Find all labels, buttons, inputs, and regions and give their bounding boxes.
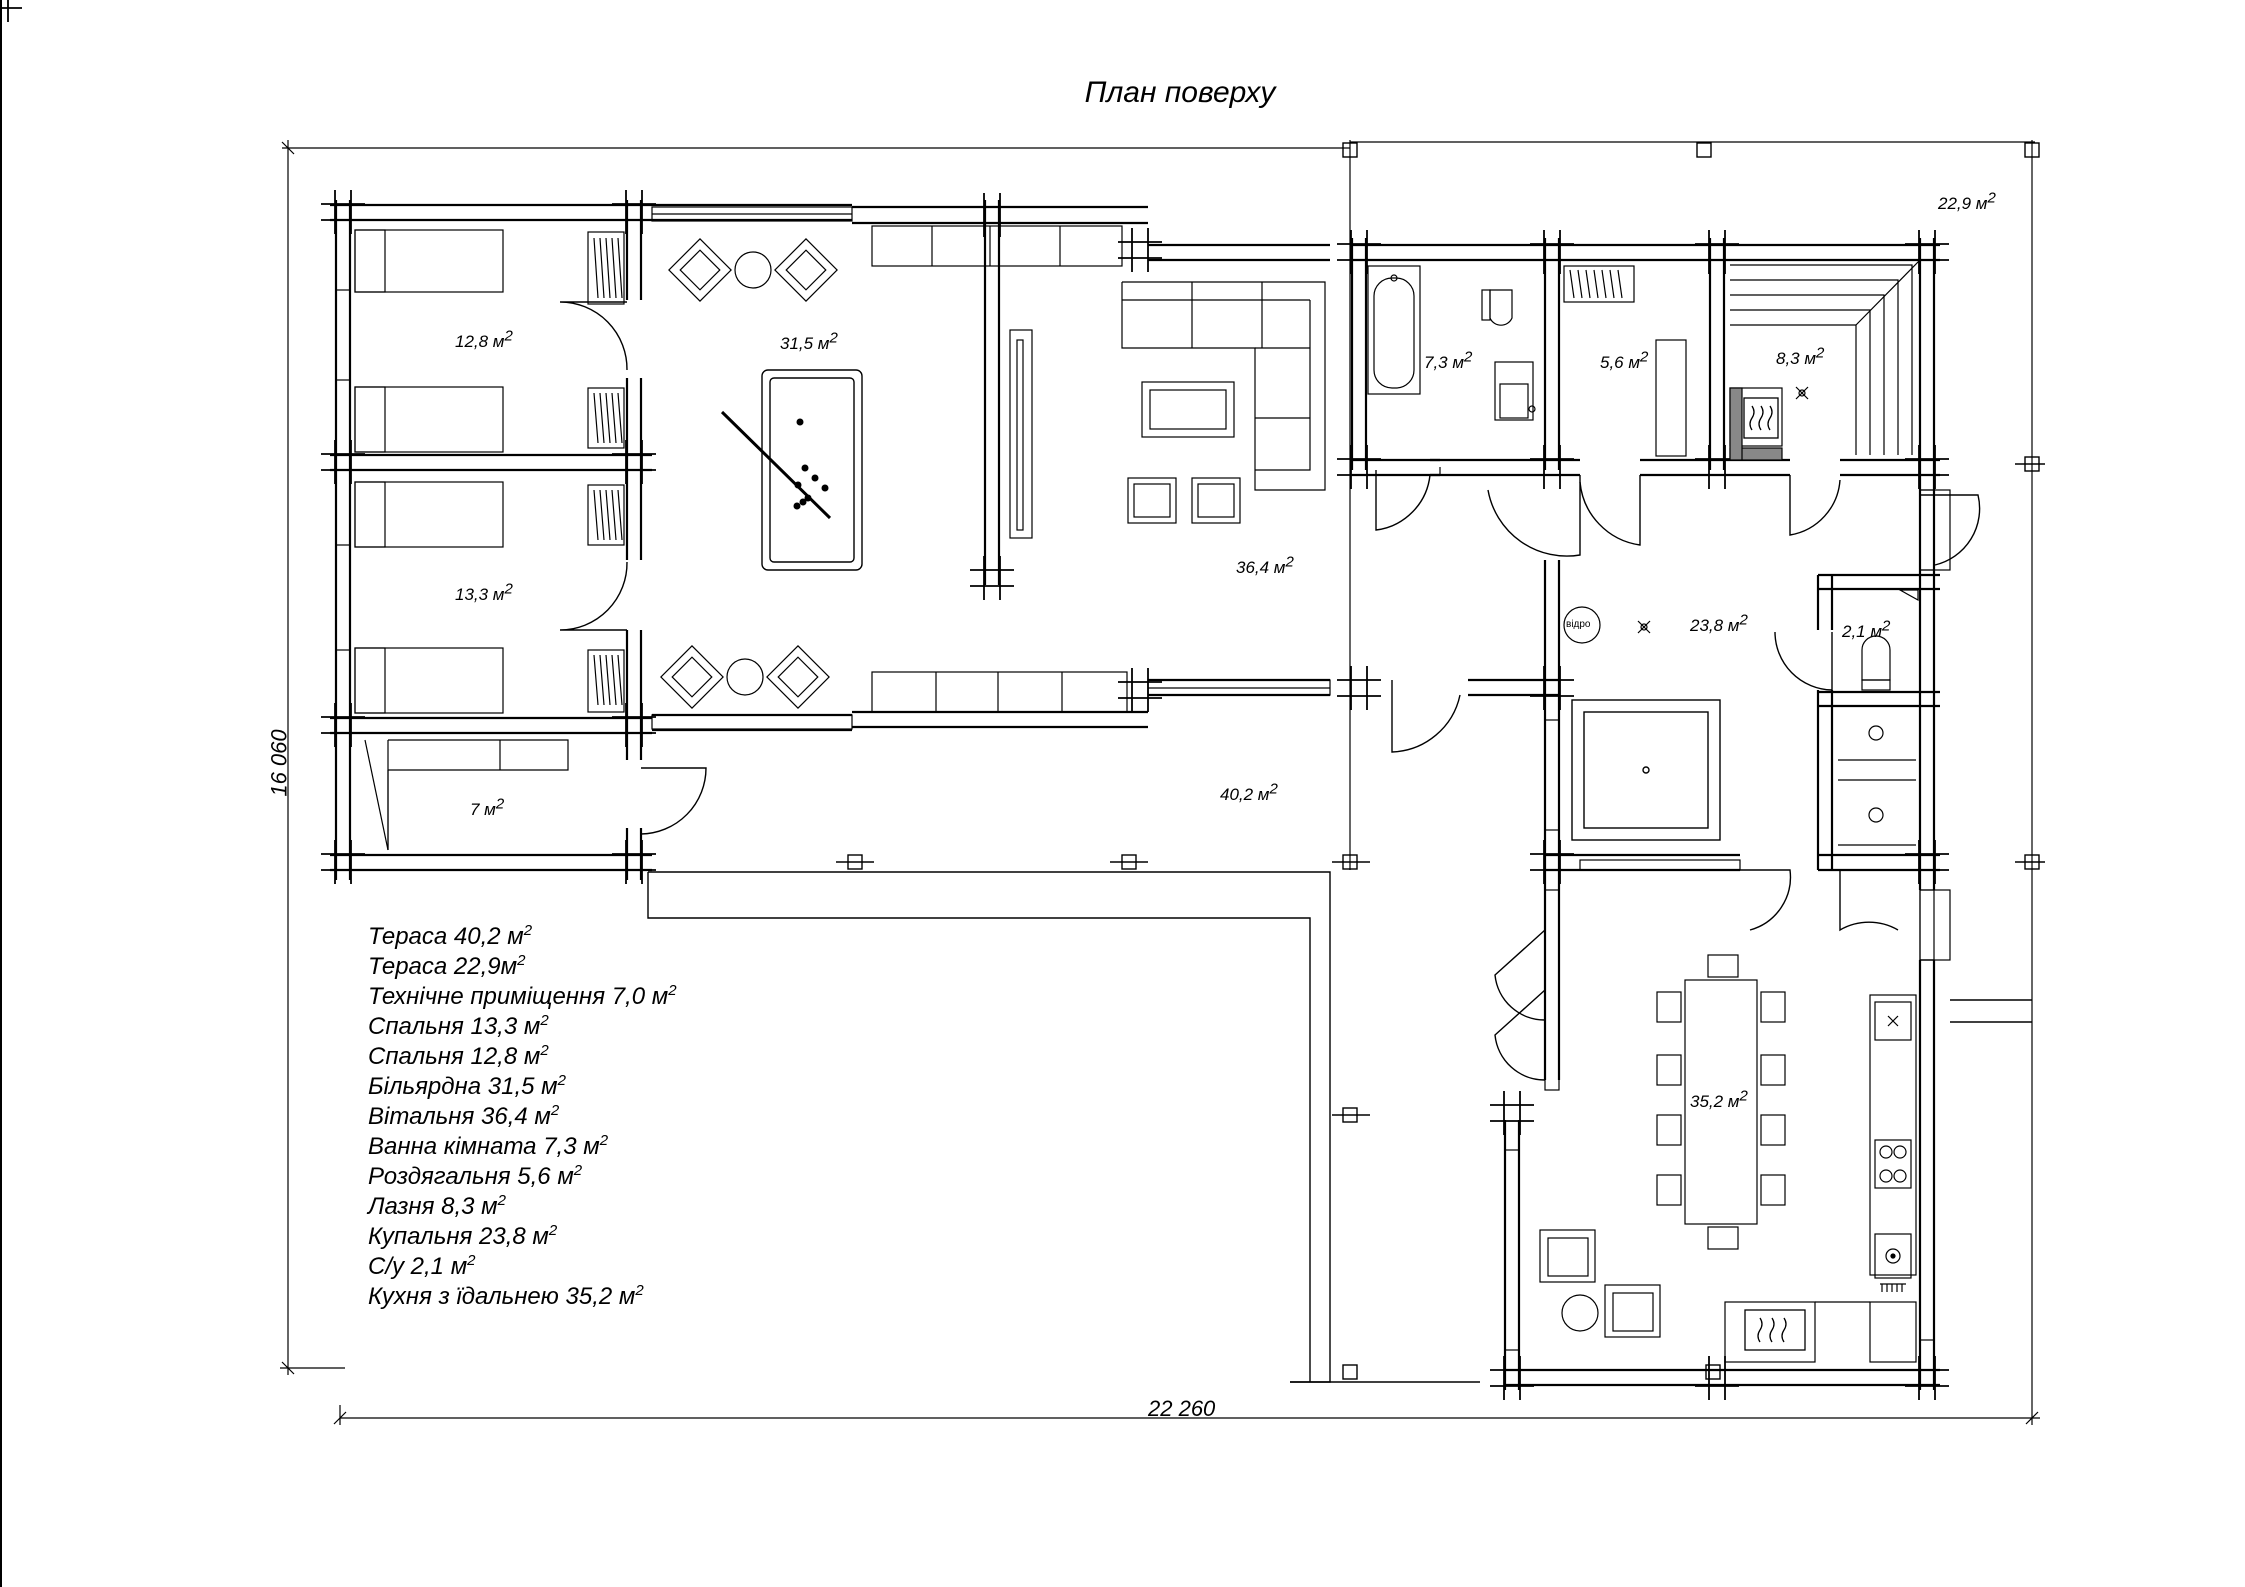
pool-icon bbox=[1571, 699, 1721, 841]
legend-row: Технічне приміщення 7,0 м2 bbox=[368, 982, 677, 1010]
dressing-room-furniture bbox=[1563, 265, 1687, 457]
legend-row: Роздягальня 5,6 м2 bbox=[368, 1162, 583, 1190]
room-label-technical: 7 м2 bbox=[470, 795, 505, 819]
room-label-terrace-small: 22,9 м2 bbox=[1938, 189, 1996, 213]
room-label-bedroom-bottom: 13,3 м2 bbox=[455, 580, 513, 604]
legend-row: Більярдна 31,5 м2 bbox=[368, 1072, 566, 1100]
legend-row: Тераса 22,9м2 bbox=[368, 952, 526, 980]
legend-row: Кухня з їдальнею 35,2 м2 bbox=[368, 1282, 644, 1310]
shower-partitions bbox=[1838, 759, 1916, 846]
bucket-icon bbox=[1563, 606, 1601, 644]
fireplace-icon bbox=[1744, 1309, 1806, 1351]
entry-frame bbox=[1919, 489, 1951, 961]
legend-row: Ванна кімната 7,3 м2 bbox=[368, 1132, 609, 1160]
sink-icon bbox=[1494, 361, 1919, 823]
dimension-width: 22 260 bbox=[1148, 1396, 1216, 1421]
armchair-icon bbox=[660, 238, 838, 709]
terrace-outline bbox=[647, 871, 2032, 1383]
plan-title: План поверху bbox=[1084, 76, 1276, 109]
legend-row: Вітальня 36,4 м2 bbox=[368, 1102, 560, 1130]
bed-icon bbox=[354, 229, 625, 714]
dimension-height: 16 060 bbox=[266, 729, 292, 797]
room-label-dressing: 5,6 м2 bbox=[1600, 348, 1649, 372]
legend-row: Тераса 40,2 м2 bbox=[368, 922, 533, 950]
legend-row: Спальня 12,8 м2 bbox=[368, 1042, 549, 1070]
legend-row: Лазня 8,3 м2 bbox=[368, 1192, 506, 1220]
area-legend: Тераса 40,2 м2 Тераса 22,9м2 Технічне пр… bbox=[368, 922, 677, 1312]
legend-row: Спальня 13,3 м2 bbox=[368, 1012, 549, 1040]
room-label-wc: 2,1 м2 bbox=[1842, 617, 1891, 641]
kitchen-seating bbox=[1539, 1229, 1661, 1338]
legend-row: Купальня 23,8 м2 bbox=[368, 1222, 558, 1250]
sauna-benches bbox=[1729, 259, 1921, 461]
room-label-living: 36,4 м2 bbox=[1236, 553, 1294, 577]
room-label-pool-room: 23,8 м2 bbox=[1690, 611, 1748, 635]
heater-icon bbox=[1743, 397, 1779, 439]
technical-room-equipment bbox=[364, 739, 569, 851]
dining-table-icon bbox=[1656, 954, 1786, 1250]
ceiling-lamp bbox=[1637, 386, 1809, 634]
windows bbox=[335, 206, 1935, 1351]
kitchen-counter bbox=[1724, 994, 1917, 1363]
room-label-terrace-main: 40,2 м2 bbox=[1220, 780, 1278, 804]
stove-icon bbox=[1874, 1139, 1912, 1292]
bathtub-icon bbox=[1367, 265, 1421, 395]
column-markers bbox=[836, 142, 2045, 1380]
room-label-bedroom-top: 12,8 м2 bbox=[455, 327, 513, 351]
sofa-icon bbox=[1121, 281, 1326, 524]
room-label-billiard: 31,5 м2 bbox=[780, 329, 838, 353]
legend-row: С/у 2,1 м2 bbox=[368, 1252, 476, 1280]
room-label-bathroom: 7,3 м2 bbox=[1424, 348, 1473, 372]
toilet-icon bbox=[1481, 289, 1891, 691]
billiard-table-icon bbox=[720, 369, 863, 571]
log-corners bbox=[0, 0, 1950, 1401]
bucket-label: відро bbox=[1566, 619, 1591, 630]
sideboards bbox=[871, 225, 1128, 713]
room-label-kitchen: 35,2 м2 bbox=[1690, 1087, 1748, 1111]
billiard-balls bbox=[793, 418, 829, 510]
page-border bbox=[0, 0, 2, 1587]
door-swing-icon bbox=[559, 301, 1981, 1081]
dimension-lines bbox=[280, 140, 2040, 1425]
room-label-sauna: 8,3 м2 bbox=[1776, 344, 1825, 368]
